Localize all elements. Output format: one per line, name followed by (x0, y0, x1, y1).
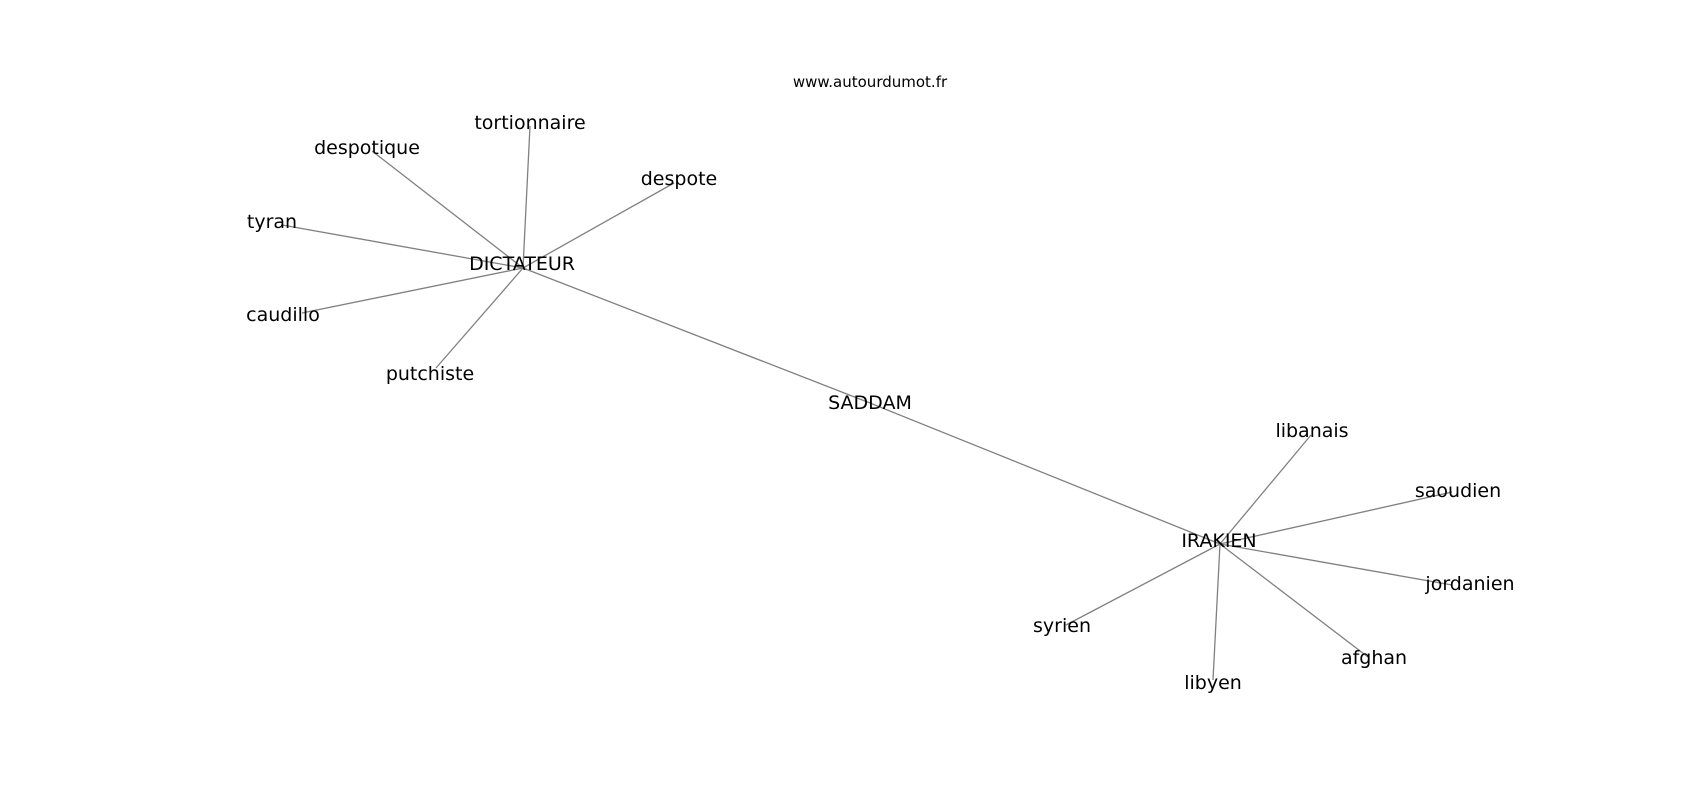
node-label-saddam: SADDAM (828, 392, 912, 414)
labels-layer: SADDAM DICTATEUR IRAKIEN tortionnaire despot… (246, 112, 1514, 694)
edge-dictateur-tortionnaire (522, 125, 531, 269)
edge-dictateur-saddam (522, 267, 871, 404)
node-label-dictateur: DICTATEUR (469, 253, 575, 275)
node-label-putchiste: putchiste (386, 363, 474, 385)
node-label-syrien: syrien (1033, 615, 1091, 637)
node-label-tyran: tyran (247, 211, 297, 233)
edge-dictateur-caudillo (301, 267, 524, 314)
edge-saddam-irakien (869, 402, 1221, 545)
edge-dictateur-tyran (281, 224, 524, 269)
edges-layer (281, 125, 1453, 681)
node-label-despote: despote (641, 168, 717, 190)
node-label-jordanien: jordanien (1424, 573, 1514, 595)
node-label-caudillo: caudillo (246, 304, 320, 326)
node-label-despotique: despotique (314, 137, 420, 159)
edge-irakien-libyen (1212, 543, 1221, 681)
node-label-libanais: libanais (1275, 420, 1348, 442)
node-label-libyen: libyen (1184, 672, 1242, 694)
edge-irakien-libanais (1219, 434, 1312, 545)
edge-irakien-saoudien (1219, 491, 1453, 545)
node-label-irakien: IRAKIEN (1181, 530, 1256, 552)
edge-irakien-jordanien (1219, 543, 1453, 586)
edge-dictateur-despote (522, 182, 675, 269)
edge-dictateur-putchiste (435, 267, 524, 369)
node-label-saoudien: saoudien (1415, 480, 1501, 502)
edge-dictateur-despotique (371, 150, 524, 269)
source-credit: www.autourdumot.fr (793, 73, 948, 91)
node-label-tortionnaire: tortionnaire (474, 112, 585, 134)
node-label-afghan: afghan (1341, 647, 1407, 669)
edge-irakien-afghan (1219, 543, 1369, 658)
edge-irakien-syrien (1065, 543, 1221, 626)
